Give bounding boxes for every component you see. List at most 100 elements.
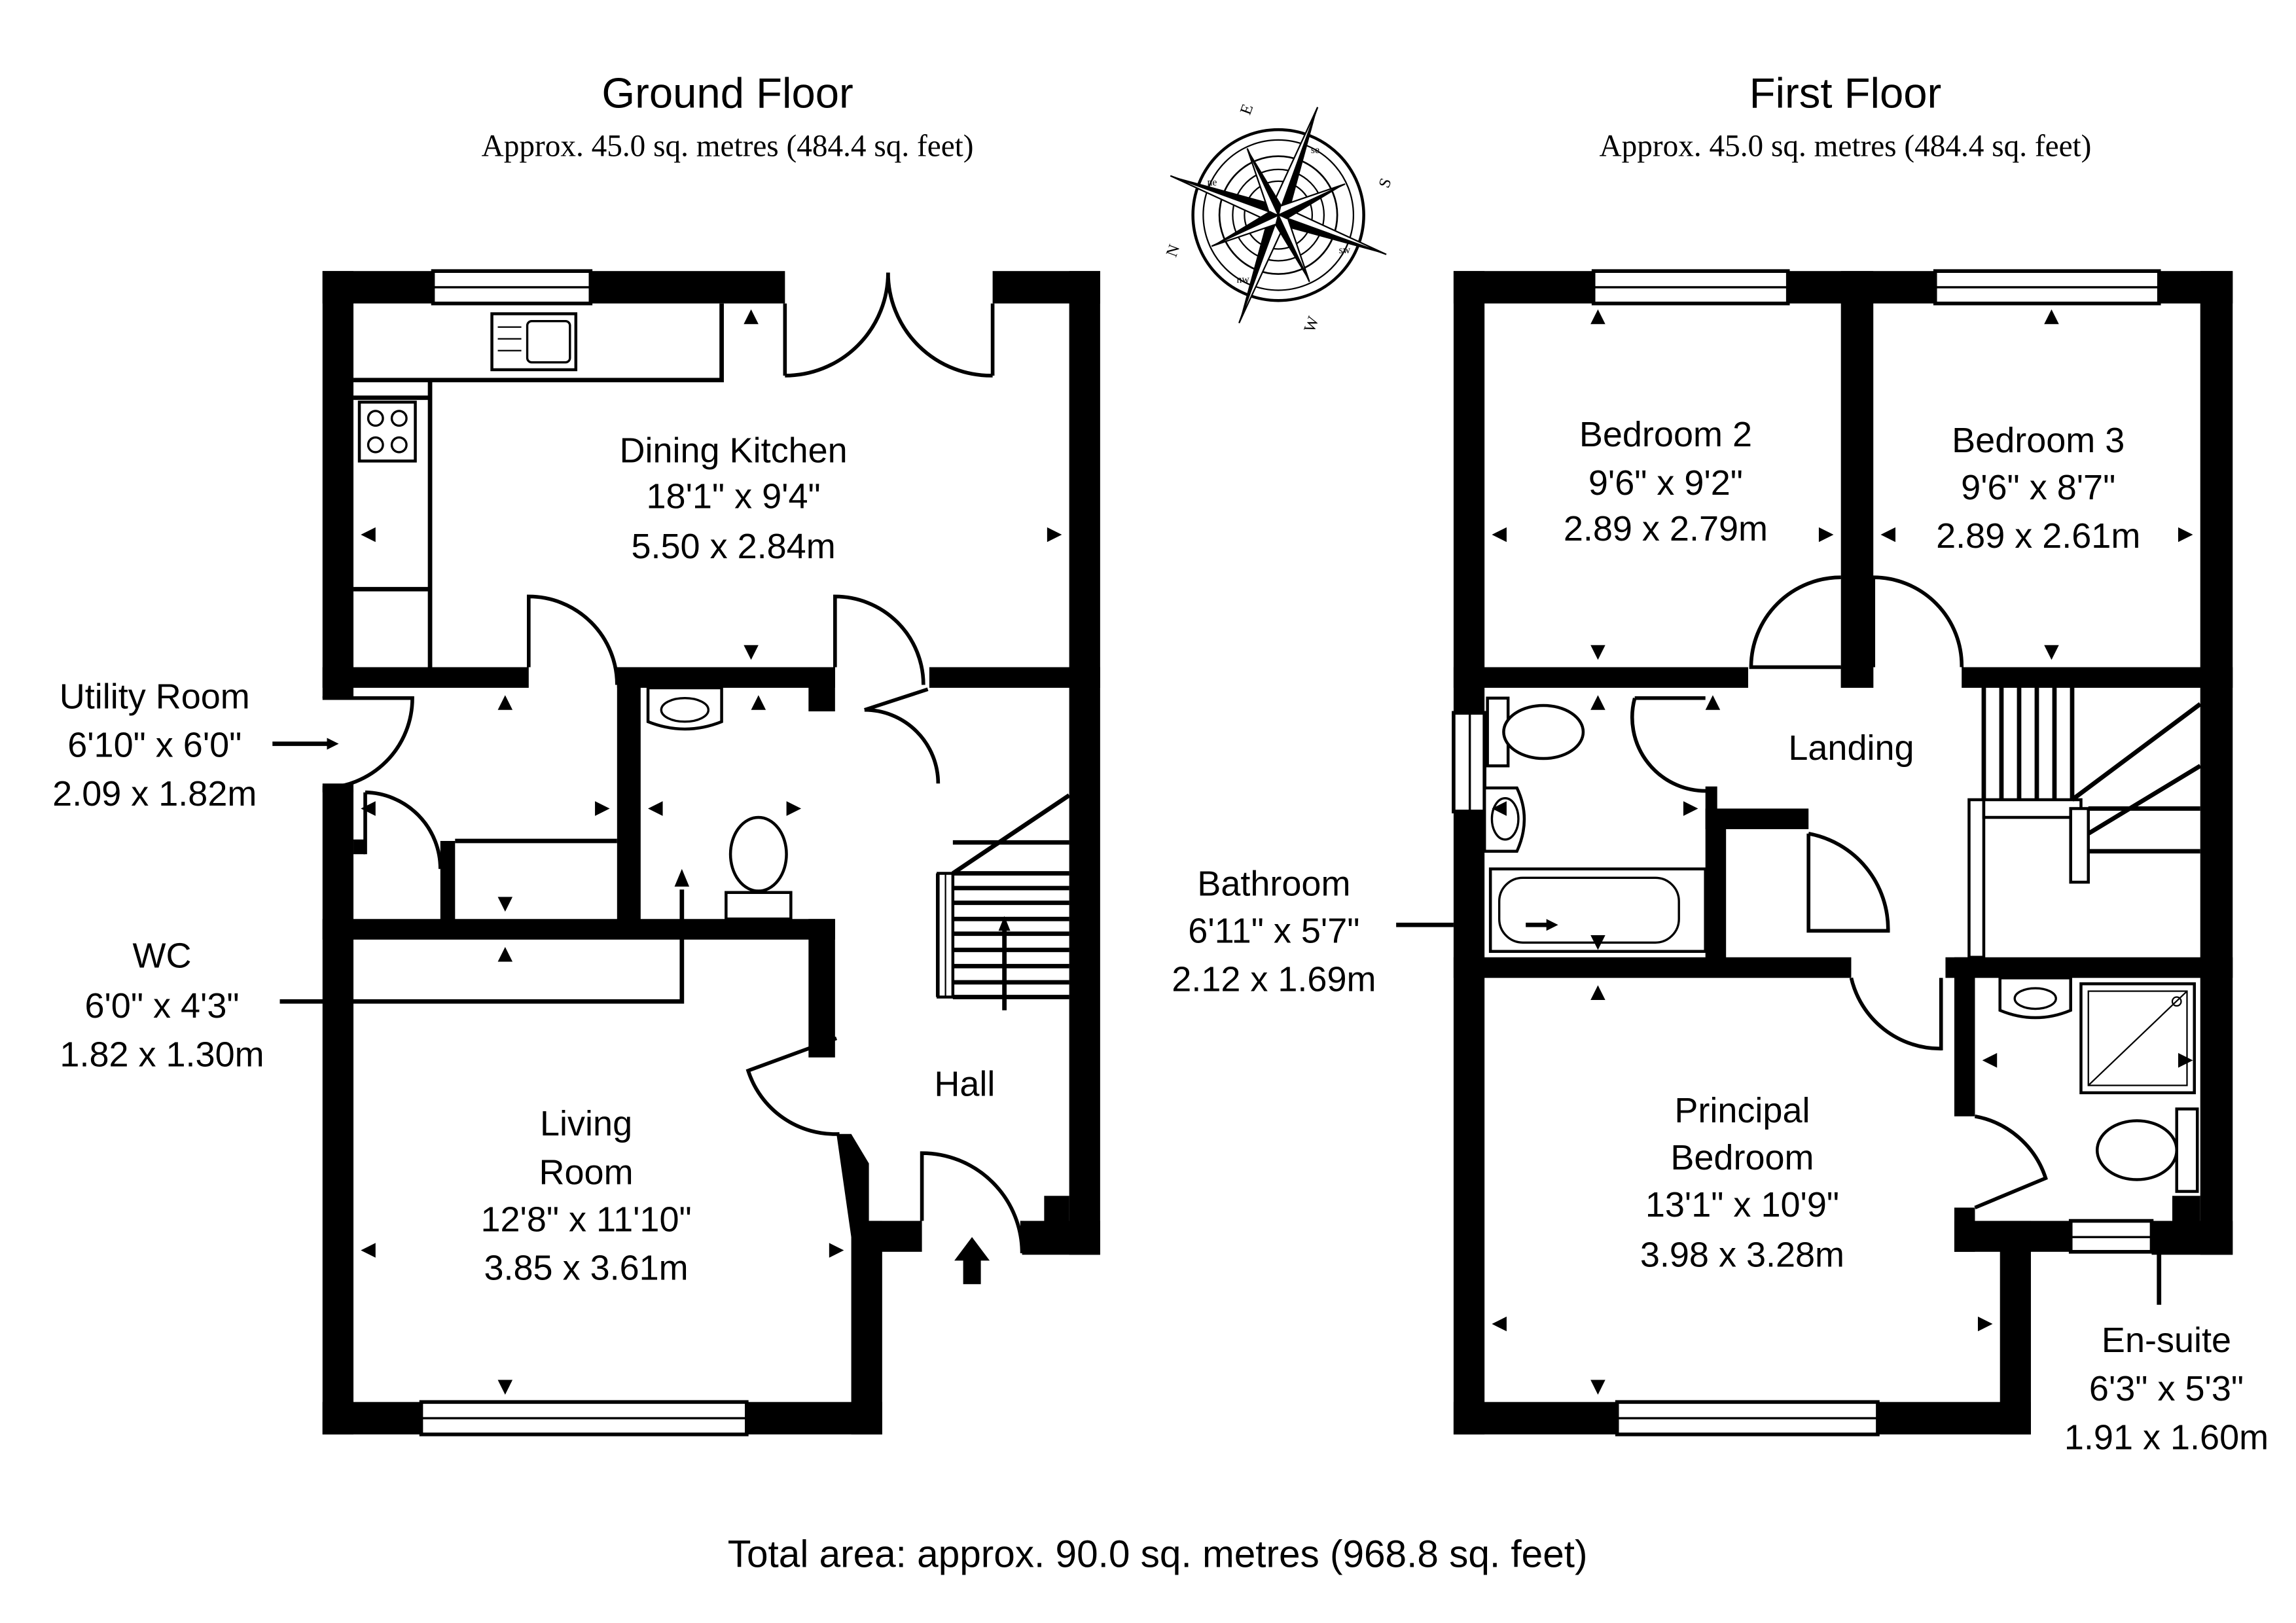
- wall: [1044, 1196, 1069, 1228]
- wall: [1962, 667, 2233, 688]
- door-swing: [1749, 575, 1841, 669]
- staircase: [1967, 687, 2202, 959]
- door-swing: [833, 594, 925, 685]
- wall: [1945, 957, 2233, 978]
- wall: [1840, 667, 1874, 688]
- wall: [2000, 1221, 2031, 1435]
- svg-text:Dining Kitchen: Dining Kitchen: [619, 431, 847, 471]
- door-swing: [863, 687, 941, 784]
- ensuite-toilet-icon: [2095, 1107, 2199, 1193]
- wall: [322, 271, 433, 304]
- wall: [808, 667, 835, 711]
- shower-icon: [2079, 982, 2196, 1095]
- svg-text:9'6" x 9'2": 9'6" x 9'2": [1588, 463, 1743, 503]
- svg-text:3.85 x 3.61m: 3.85 x 3.61m: [484, 1249, 688, 1288]
- svg-text:Hall: Hall: [934, 1064, 995, 1103]
- ground-floor-title: Ground Floor: [601, 69, 853, 116]
- ground-floor-plan: Dining Kitchen 18'1" x 9'4" 5.50 x 2.84m…: [52, 269, 1100, 1436]
- ground-floor-heading: Ground Floor Approx. 45.0 sq. metres (48…: [482, 69, 974, 163]
- svg-text:1.82 x 1.30m: 1.82 x 1.30m: [60, 1035, 264, 1074]
- room-dining-kitchen: Dining Kitchen 18'1" x 9'4" 5.50 x 2.84m: [619, 431, 847, 566]
- room-landing: Landing: [1788, 728, 1914, 768]
- wall: [2200, 271, 2233, 1255]
- svg-text:3.98 x 3.28m: 3.98 x 3.28m: [1640, 1235, 1844, 1274]
- compass-se: se: [1311, 145, 1319, 156]
- wall: [590, 271, 785, 304]
- svg-text:6'10" x 6'0": 6'10" x 6'0": [67, 726, 242, 765]
- kitchen-worktop: [353, 303, 724, 668]
- dimension-markers: [1492, 309, 2193, 1395]
- wc-basin-icon: [646, 686, 723, 731]
- wall: [322, 789, 354, 1435]
- wall: [851, 1221, 882, 1435]
- wall: [617, 667, 641, 934]
- hob-icon: [357, 401, 417, 463]
- svg-text:1.91 x 1.60m: 1.91 x 1.60m: [2064, 1418, 2269, 1457]
- dimension-markers: [361, 309, 1062, 1395]
- toilet-icon: [725, 815, 793, 921]
- wall: [1840, 271, 1874, 688]
- wall: [1453, 812, 1485, 1435]
- wall: [808, 919, 835, 1058]
- svg-text:Room: Room: [539, 1152, 634, 1192]
- wall: [440, 841, 456, 922]
- wall: [1069, 271, 1100, 1255]
- room-bathroom: Bathroom 6'11" x 5'7" 2.12 x 1.69m: [1172, 864, 1376, 999]
- total-area: Total area: approx. 90.0 sq. metres (968…: [728, 1533, 1588, 1575]
- room-en-suite: En-suite 6'3" x 5'3" 1.91 x 1.60m: [2064, 1321, 2269, 1457]
- room-principal-bedroom: Principal Bedroom 13'1" x 10'9" 3.98 x 3…: [1640, 1091, 1844, 1275]
- svg-text:Bedroom: Bedroom: [1670, 1138, 1814, 1177]
- first-floor-title: First Floor: [1749, 69, 1942, 116]
- french-doors: [783, 272, 995, 378]
- svg-text:2.09 x 1.82m: 2.09 x 1.82m: [52, 774, 257, 813]
- ground-floor-area: Approx. 45.0 sq. metres (484.4 sq. feet): [482, 130, 974, 164]
- svg-text:Principal: Principal: [1674, 1091, 1810, 1130]
- wall: [322, 1402, 422, 1435]
- first-floor-heading: First Floor Approx. 45.0 sq. metres (484…: [1599, 69, 2091, 163]
- svg-text:5.50 x 2.84m: 5.50 x 2.84m: [631, 527, 835, 566]
- door-swing: [1849, 977, 1943, 1051]
- svg-text:Landing: Landing: [1788, 728, 1914, 768]
- svg-text:Bedroom 2: Bedroom 2: [1579, 415, 1752, 454]
- door-swing: [920, 1151, 1024, 1254]
- wall: [1453, 1402, 1617, 1435]
- svg-text:Bedroom 3: Bedroom 3: [1952, 421, 2125, 460]
- room-wc: WC 6'0" x 4'3" 1.82 x 1.30m: [60, 936, 264, 1075]
- wall: [617, 667, 835, 688]
- basin-icon: [1482, 786, 1526, 853]
- room-bedroom-3: Bedroom 3 9'6" x 8'7" 2.89 x 2.61m: [1936, 421, 2140, 556]
- wall: [1954, 957, 1975, 1116]
- first-floor-plan: Bedroom 2 9'6" x 9'2" 2.89 x 2.79m Bedro…: [1172, 269, 2269, 1457]
- wall: [2172, 1196, 2200, 1228]
- svg-text:2.89 x 2.79m: 2.89 x 2.79m: [1564, 509, 1768, 548]
- svg-text:Bathroom: Bathroom: [1197, 864, 1350, 903]
- svg-text:Utility Room: Utility Room: [60, 677, 250, 716]
- door-swing: [526, 594, 619, 685]
- leader-line: [279, 889, 685, 1004]
- first-floor-area: Approx. 45.0 sq. metres (484.4 sq. feet): [1599, 130, 2091, 164]
- svg-text:13'1" x 10'9": 13'1" x 10'9": [1645, 1185, 1839, 1224]
- wall: [869, 1221, 922, 1252]
- svg-text:2.89 x 2.61m: 2.89 x 2.61m: [1936, 516, 2140, 556]
- wall: [322, 667, 529, 688]
- wall: [929, 667, 1100, 688]
- staircase: [935, 793, 1071, 1010]
- svg-text:9'6" x 8'7": 9'6" x 8'7": [1961, 468, 2115, 507]
- door-swing: [745, 1036, 840, 1136]
- wall: [353, 839, 366, 855]
- wall: [1453, 957, 1852, 978]
- svg-text:2.12 x 1.69m: 2.12 x 1.69m: [1172, 960, 1376, 999]
- door-swing: [1630, 696, 1709, 793]
- compass-rose: N E S W ne se sw nw: [1163, 101, 1395, 334]
- room-bedroom-2: Bedroom 2 9'6" x 9'2" 2.89 x 2.79m: [1564, 415, 1768, 548]
- svg-text:12'8" x 11'10": 12'8" x 11'10": [480, 1200, 691, 1239]
- wall: [1453, 271, 1485, 713]
- wall: [322, 919, 835, 940]
- door-swing: [1974, 1115, 2048, 1209]
- door-swing: [1806, 831, 1890, 933]
- sink-icon: [490, 312, 578, 372]
- svg-text:Living: Living: [540, 1104, 632, 1143]
- compass-ne: ne: [1207, 177, 1217, 188]
- door-swing: [363, 790, 442, 869]
- wall: [1453, 667, 1748, 688]
